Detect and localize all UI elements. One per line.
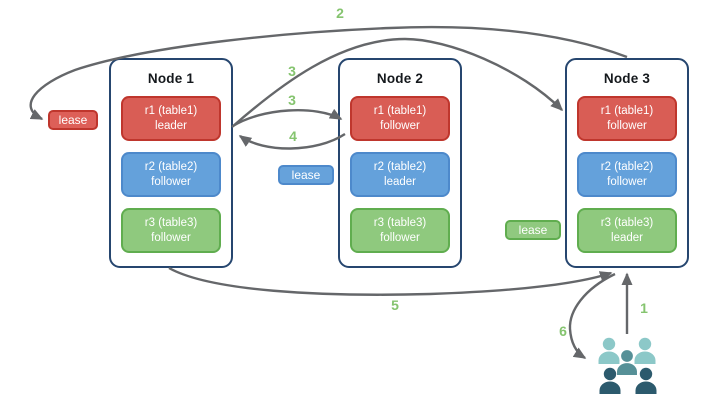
node-3: Node 3 r1 (table1) follower r2 (table2) … bbox=[565, 58, 689, 268]
replica-range-label: r1 (table1) bbox=[144, 104, 198, 117]
replica-range-label: r3 (table3) bbox=[600, 216, 654, 229]
node2-replica-r2: r2 (table2) leader bbox=[350, 152, 450, 197]
node-1: Node 1 r1 (table1) leader r2 (table2) fo… bbox=[109, 58, 233, 268]
replica-role-label: follower bbox=[380, 119, 420, 132]
node-2: Node 2 r1 (table1) follower r2 (table2) … bbox=[338, 58, 462, 268]
step-label-1: 1 bbox=[640, 300, 648, 316]
replica-role-label: follower bbox=[607, 175, 647, 188]
lease-badge-table1: lease bbox=[48, 110, 98, 130]
step-label-3b: 3 bbox=[288, 92, 296, 108]
replica-role-label: follower bbox=[380, 231, 420, 244]
node-1-title: Node 1 bbox=[147, 71, 195, 86]
replica-range-label: r2 (table2) bbox=[373, 160, 427, 173]
lease-badge-table2: lease bbox=[278, 165, 334, 185]
node1-replica-r3: r3 (table3) follower bbox=[121, 208, 221, 253]
step-label-2: 2 bbox=[336, 5, 344, 21]
replica-range-label: r2 (table2) bbox=[144, 160, 198, 173]
replica-role-label: follower bbox=[151, 231, 191, 244]
replica-role-label: follower bbox=[607, 119, 647, 132]
node2-replica-r3: r3 (table3) follower bbox=[350, 208, 450, 253]
arrow-step-3-to-node2 bbox=[232, 108, 343, 128]
node-3-title: Node 3 bbox=[603, 71, 651, 86]
replica-role-label: leader bbox=[155, 119, 187, 132]
node3-replica-r3: r3 (table3) leader bbox=[577, 208, 677, 253]
users-group-icon bbox=[598, 337, 657, 394]
step-label-5: 5 bbox=[391, 297, 399, 313]
replica-range-label: r1 (table1) bbox=[600, 104, 654, 117]
replica-role-label: follower bbox=[151, 175, 191, 188]
node1-replica-r2: r2 (table2) follower bbox=[121, 152, 221, 197]
replica-range-label: r1 (table1) bbox=[373, 104, 427, 117]
replica-role-label: leader bbox=[384, 175, 416, 188]
arrow-step-4 bbox=[238, 132, 346, 150]
lease-badge-table3: lease bbox=[505, 220, 561, 240]
arrow-step-5 bbox=[168, 266, 613, 296]
node-2-title: Node 2 bbox=[376, 71, 424, 86]
replica-role-label: leader bbox=[611, 231, 643, 244]
arrow-step-6 bbox=[568, 272, 616, 360]
replica-range-label: r3 (table3) bbox=[373, 216, 427, 229]
node1-replica-r1: r1 (table1) leader bbox=[121, 96, 221, 141]
node3-replica-r1: r1 (table1) follower bbox=[577, 96, 677, 141]
step-label-3a: 3 bbox=[288, 63, 296, 79]
node2-replica-r1: r1 (table1) follower bbox=[350, 96, 450, 141]
replica-range-label: r3 (table3) bbox=[144, 216, 198, 229]
step-label-6: 6 bbox=[559, 323, 567, 339]
step-label-4: 4 bbox=[289, 128, 297, 144]
node3-replica-r2: r2 (table2) follower bbox=[577, 152, 677, 197]
replica-range-label: r2 (table2) bbox=[600, 160, 654, 173]
